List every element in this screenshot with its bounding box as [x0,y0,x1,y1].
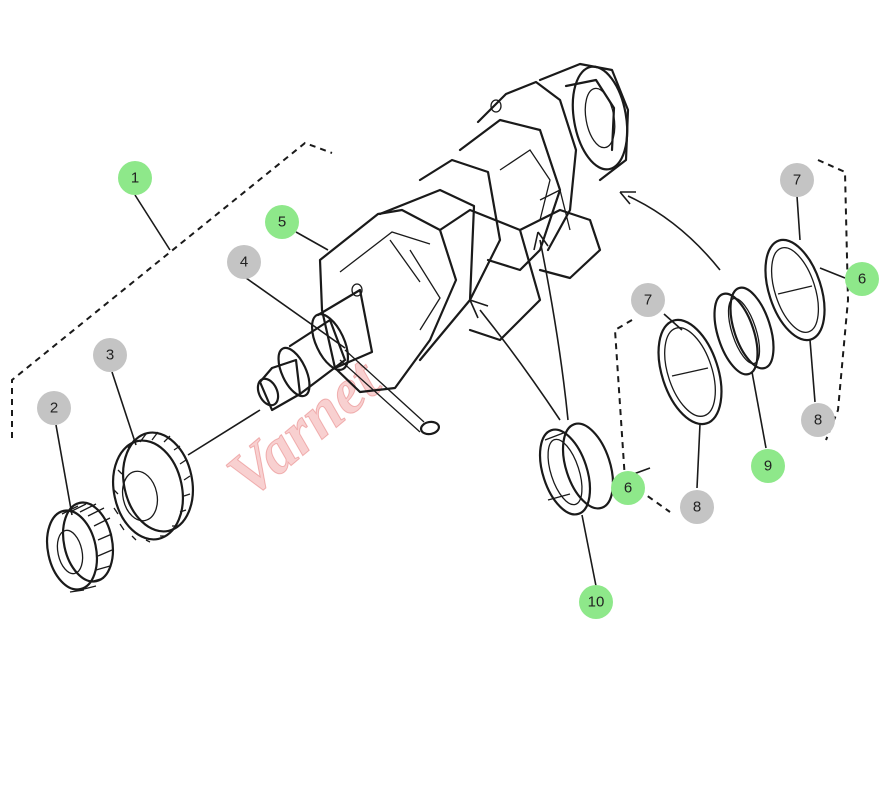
callout-2: 2 [37,391,71,425]
callout-5-label: 5 [278,214,286,231]
callout-1: 1 [118,161,152,195]
callout-10-label: 10 [588,594,605,611]
callout-4: 4 [227,245,261,279]
callout-4-label: 4 [240,254,248,271]
callout-9: 9 [751,449,785,483]
bracket-group-1 [11,141,333,438]
bearing-9 [713,286,775,376]
callout-5: 5 [265,205,299,239]
crankshaft [256,62,630,412]
callout-6-right-label: 6 [858,271,866,288]
thrust-washer-right [764,238,826,342]
callout-3: 3 [93,338,127,372]
callout-9-label: 9 [764,458,772,475]
callout-8-middle-label: 8 [693,499,701,516]
callout-7-middle: 7 [631,283,665,317]
callout-8-middle: 8 [680,490,714,524]
callout-10: 10 [579,585,613,619]
thrust-washer-middle [657,318,723,426]
installation-arrows [187,191,721,456]
callout-1-label: 1 [131,170,139,187]
woodruff-key [339,349,441,436]
bearing-10 [538,422,615,516]
leader-lines [55,194,846,587]
gear-3 [112,431,194,543]
callout-8-right-label: 8 [814,412,822,429]
callout-3-label: 3 [106,347,114,364]
callout-6-right: 6 [845,262,879,296]
gear-2 [45,501,115,593]
callout-7-right: 7 [780,163,814,197]
callout-7-middle-label: 7 [644,292,652,309]
watermark: Varnet [213,343,394,511]
callout-6-middle-label: 6 [624,480,632,497]
callout-6-middle: 6 [611,471,645,505]
callout-7-right-label: 7 [793,172,801,189]
callout-2-label: 2 [50,400,58,417]
bracket-group-right [817,159,850,441]
callout-8-right: 8 [801,403,835,437]
